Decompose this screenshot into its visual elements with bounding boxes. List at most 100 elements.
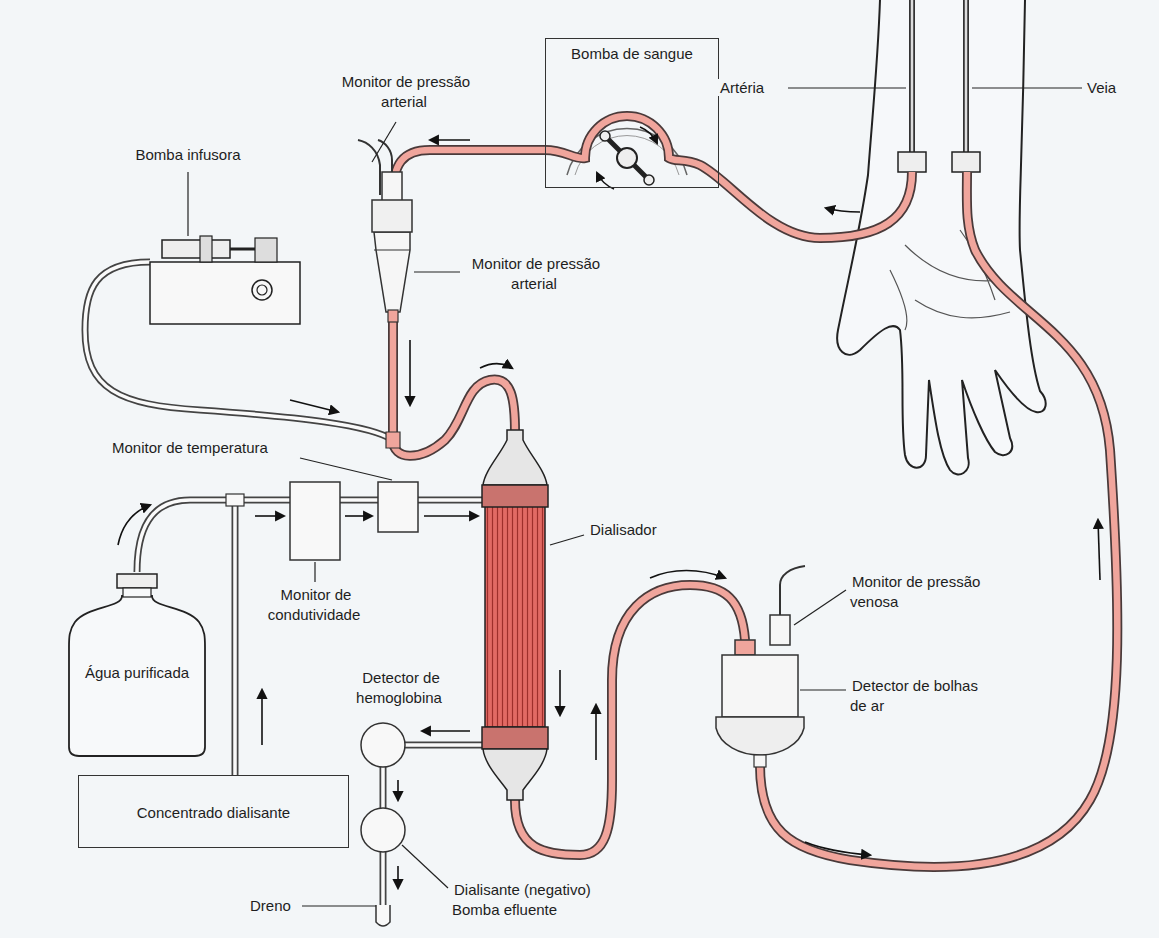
part-label: Dialisante (negativo) Bomba efluente [452, 880, 627, 919]
flow-arrow [345, 515, 372, 517]
leader-lines [188, 88, 1082, 906]
venous-chamber-cap [735, 640, 755, 655]
rotor-arm [605, 136, 649, 180]
flow-arrow [559, 670, 561, 715]
flow-arrow [290, 400, 338, 412]
leader-line [794, 590, 846, 625]
part-label: Bomba infusora [113, 145, 263, 165]
node-text: Concentrado dialisante [79, 804, 348, 822]
concentrate-box: Concentrado dialisante [78, 775, 349, 848]
blood-line-inner [393, 116, 1117, 867]
part-label: Dialisador [588, 520, 688, 540]
bottle-neck [123, 588, 151, 597]
part-label: Monitor de pressão arterial [460, 254, 610, 293]
chamber-body [374, 232, 410, 312]
part-label: Veia [1085, 78, 1145, 98]
flow-arrow [430, 139, 470, 141]
leader-line [302, 905, 376, 906]
flow-arrow [595, 705, 597, 760]
flow-arrow [1098, 520, 1100, 580]
chamber-band [374, 250, 410, 251]
blood-line-outer [393, 116, 1117, 867]
flow-arrow [397, 780, 399, 800]
artery-connector [898, 152, 926, 172]
effluent-pump [361, 808, 405, 852]
dialyzer [482, 430, 548, 800]
flow-arrow [255, 515, 284, 517]
bottle-cap [117, 574, 157, 588]
conductivity-monitor [290, 482, 340, 560]
node-text: Água purificada [76, 664, 198, 682]
venous-chamber-body [722, 655, 798, 717]
leader-line [414, 271, 460, 272]
syringe-driver [255, 238, 277, 262]
artery-needle [909, 0, 915, 152]
vein-needle-core [965, 0, 968, 152]
dialyzer-top-cap [483, 430, 547, 485]
temperature-monitor [378, 482, 418, 532]
leader-line [402, 845, 448, 888]
flow-arrow [397, 866, 399, 888]
flow-arrow [261, 690, 263, 745]
flow-arrow [422, 730, 470, 732]
part-label: Monitor de pressão venosa [850, 572, 1000, 611]
dialyzer-bottom-cap [483, 749, 547, 800]
flow-arrow [409, 340, 411, 405]
dialysate-tubing [85, 262, 485, 926]
syringe-barrel [162, 240, 230, 258]
leader-line [800, 689, 846, 690]
dialyzer-bottom-band [482, 727, 548, 749]
part-label: Monitor de condutividade [255, 585, 375, 624]
rotation-arrow [640, 127, 657, 143]
rotor-hub [617, 148, 637, 168]
water-bottle: Água purificada [67, 572, 207, 757]
part-label: Detector de bolhas de ar [850, 676, 990, 715]
blood-tubing [386, 116, 1117, 867]
flow-arrow [118, 505, 150, 545]
dialyzer-top-band [482, 485, 548, 507]
syringe-clamp [200, 236, 212, 262]
pump-knob-inner [257, 285, 267, 295]
infusion-line-outer [85, 262, 393, 440]
hemoglobin-detector [361, 723, 405, 767]
part-label: Artéria [718, 78, 788, 98]
bottle-body [69, 596, 205, 756]
arterial-chamber [358, 140, 412, 322]
drain-end [376, 905, 390, 926]
pump-housing: Bomba de sangue [545, 38, 719, 188]
node-text: Bomba de sangue [546, 45, 718, 63]
chamber-neck [382, 172, 402, 202]
rotation-arrow [597, 173, 614, 189]
leader-line [972, 87, 1082, 88]
leader-line [314, 562, 315, 582]
venous-chamber-outlet [754, 755, 766, 767]
leader-line [300, 458, 392, 480]
rotor-roller [644, 175, 654, 185]
pump-rotor [597, 127, 657, 189]
flow-arrow [826, 208, 860, 212]
tee-joint [226, 494, 244, 506]
vein-connector [952, 152, 980, 172]
artery-needle-core [911, 0, 914, 152]
venous-pressure-port [770, 615, 790, 645]
leader-line [550, 535, 584, 545]
part-label: Detector de hemoglobina [340, 668, 460, 707]
flow-arrow [805, 842, 870, 855]
part-label: Dreno [248, 896, 300, 916]
chamber-outlet [388, 310, 398, 322]
leader-line [187, 172, 188, 236]
infusion-pump-body [150, 262, 300, 324]
flow-arrow [480, 364, 512, 369]
flow-arrow [650, 571, 725, 579]
chamber-cap [372, 200, 412, 232]
venous-chamber [716, 566, 805, 767]
dialyzer-fibers [485, 505, 545, 727]
part-label: Monitor de temperatura [90, 438, 290, 458]
part-label: Monitor de pressão arterial [330, 72, 480, 111]
infusion-pump [150, 236, 300, 324]
flow-arrow [424, 515, 478, 517]
infusion-line-inner [85, 262, 393, 440]
vein-needle [963, 0, 969, 152]
